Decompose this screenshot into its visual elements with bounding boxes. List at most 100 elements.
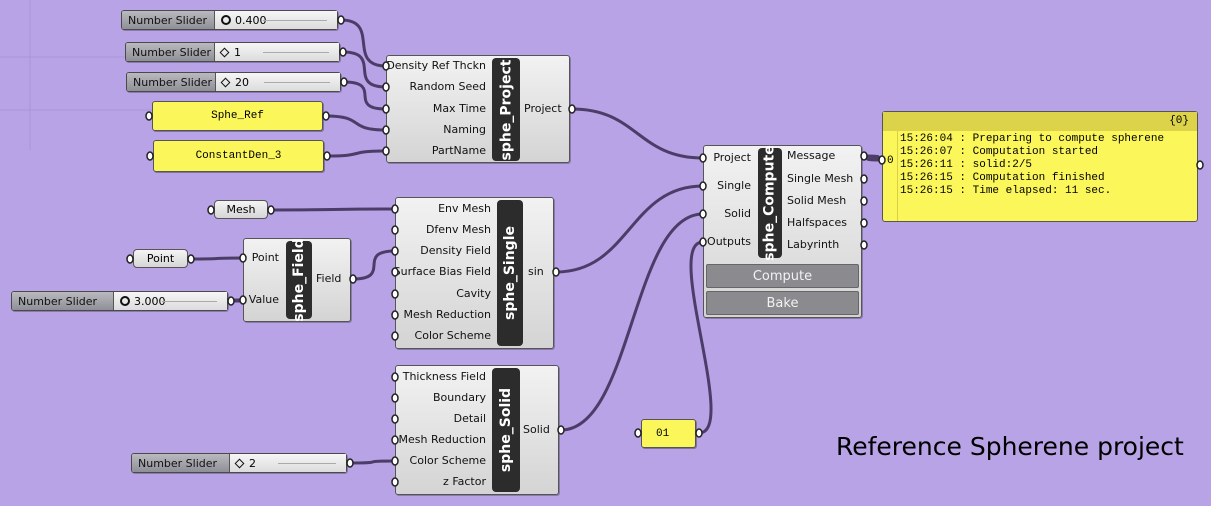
slider-ticks xyxy=(263,20,327,21)
connector-grip-icon[interactable] xyxy=(187,254,195,264)
param-point[interactable]: Point xyxy=(133,249,188,268)
wire xyxy=(555,184,704,274)
connector-grip-icon[interactable] xyxy=(340,77,348,87)
slider-knob-icon[interactable] xyxy=(120,296,130,306)
component-name: sphe_Field xyxy=(291,238,307,322)
input-single[interactable]: Density Field xyxy=(420,244,491,257)
wire xyxy=(340,18,387,68)
component-name-field: sphe_Field xyxy=(286,238,312,322)
component-name-single: sphe_Single xyxy=(497,200,523,346)
slider-knob-icon[interactable] xyxy=(234,458,245,468)
output-compute[interactable]: Labyrinth xyxy=(787,238,840,251)
input-field[interactable]: Value xyxy=(248,293,279,306)
input-single[interactable]: Env Mesh xyxy=(438,202,491,215)
panel-index-column xyxy=(883,131,898,221)
param-mesh[interactable]: Mesh xyxy=(214,200,268,219)
input-single[interactable]: Cavity xyxy=(456,287,491,300)
connector-grip-icon[interactable] xyxy=(337,15,345,25)
compute-button[interactable]: Compute xyxy=(706,264,859,288)
bake-button[interactable]: Bake xyxy=(706,291,859,315)
input-compute[interactable]: Project xyxy=(713,151,751,164)
input-project[interactable]: Random Seed xyxy=(409,80,486,93)
wire xyxy=(560,212,704,432)
panel-constant-den[interactable]: ConstantDen_3 xyxy=(153,140,324,172)
input-single[interactable]: Mesh Reduction xyxy=(403,308,491,321)
panel-sphe-ref[interactable]: Sphe_Ref xyxy=(152,101,323,131)
slider-ticks xyxy=(162,301,217,302)
connector-grip-icon[interactable] xyxy=(323,151,331,161)
wire xyxy=(190,256,244,261)
input-single[interactable]: Surface Bias Field xyxy=(393,265,491,278)
wire xyxy=(352,249,396,281)
input-single[interactable]: Color Scheme xyxy=(414,329,491,342)
output-field[interactable]: Field xyxy=(316,272,342,285)
input-project[interactable]: Naming xyxy=(443,123,486,136)
slider-ticks xyxy=(264,82,330,83)
input-project[interactable]: PartName xyxy=(431,144,486,157)
input-solid[interactable]: z Factor xyxy=(443,475,486,488)
slider-value: 3.000 xyxy=(134,294,166,308)
output-single[interactable]: sin xyxy=(528,265,544,278)
slider-value: 20 xyxy=(235,75,249,89)
input-solid[interactable]: Mesh Reduction xyxy=(398,433,486,446)
panel-line: 15:26:04 : Preparing to compute spherene xyxy=(900,133,1165,145)
output-compute[interactable]: Solid Mesh xyxy=(787,194,847,207)
slider-value: 0.400 xyxy=(235,13,267,27)
number-slider[interactable]: Number Slider 0.400 xyxy=(121,10,338,30)
slider-knob-icon[interactable] xyxy=(220,77,231,87)
connector-grip-icon[interactable] xyxy=(339,47,347,57)
component-name: sphe_Compute xyxy=(762,145,779,261)
slider-knob-icon[interactable] xyxy=(219,47,230,57)
component-name: sphe_Solid xyxy=(498,387,515,473)
output-solid[interactable]: Solid xyxy=(523,423,550,436)
slider-value: 1 xyxy=(234,45,241,59)
connector-grip-icon[interactable] xyxy=(227,296,235,306)
wire xyxy=(571,107,704,160)
input-compute[interactable]: Single xyxy=(717,179,751,192)
connector-grip-icon[interactable] xyxy=(322,111,330,121)
component-name-compute: sphe_Compute xyxy=(758,145,782,261)
input-solid[interactable]: Detail xyxy=(453,412,486,425)
input-compute[interactable]: Solid xyxy=(724,207,751,220)
slider-value-track[interactable]: 2 xyxy=(230,454,346,472)
output-compute[interactable]: Message xyxy=(787,149,836,162)
slider-value-track[interactable]: 1 xyxy=(215,43,339,61)
input-project[interactable]: Max Time xyxy=(432,102,486,115)
slider-value-track[interactable]: 3.000 xyxy=(114,292,227,310)
panel-path: {0} xyxy=(883,112,1197,131)
slider-label: Number Slider xyxy=(122,11,215,29)
slider-knob-icon[interactable] xyxy=(221,15,231,25)
input-single[interactable]: Dfenv Mesh xyxy=(425,223,491,236)
component-name-project: sphe_Project xyxy=(492,58,520,161)
connector-grip-icon[interactable] xyxy=(695,428,703,438)
input-compute[interactable]: Outputs xyxy=(707,235,751,248)
connector-grip-icon[interactable] xyxy=(346,458,354,468)
wire xyxy=(270,207,396,212)
output-compute[interactable]: Halfspaces xyxy=(787,216,847,229)
slider-value-track[interactable]: 20 xyxy=(216,73,340,91)
panel-line: 15:26:15 : Time elapsed: 11 sec. xyxy=(900,185,1112,197)
input-solid[interactable]: Thickness Field xyxy=(402,370,486,383)
slider-label: Number Slider xyxy=(12,292,114,310)
input-field[interactable]: Point xyxy=(251,251,279,264)
output-compute[interactable]: Single Mesh xyxy=(787,172,854,185)
input-project[interactable]: Density Ref Thckn xyxy=(386,59,486,72)
input-solid[interactable]: Boundary xyxy=(433,391,486,404)
input-solid[interactable]: Color Scheme xyxy=(409,454,486,467)
number-slider[interactable]: Number Slider 3.000 xyxy=(11,291,228,311)
slider-value-track[interactable]: 0.400 xyxy=(215,11,337,29)
output-project[interactable]: Project xyxy=(524,102,562,115)
panel-outputs-value[interactable]: 01 xyxy=(641,419,696,448)
wire xyxy=(342,50,387,89)
connector-grip-icon[interactable] xyxy=(267,205,275,215)
caption-title: Reference Spherene project xyxy=(836,432,1184,461)
